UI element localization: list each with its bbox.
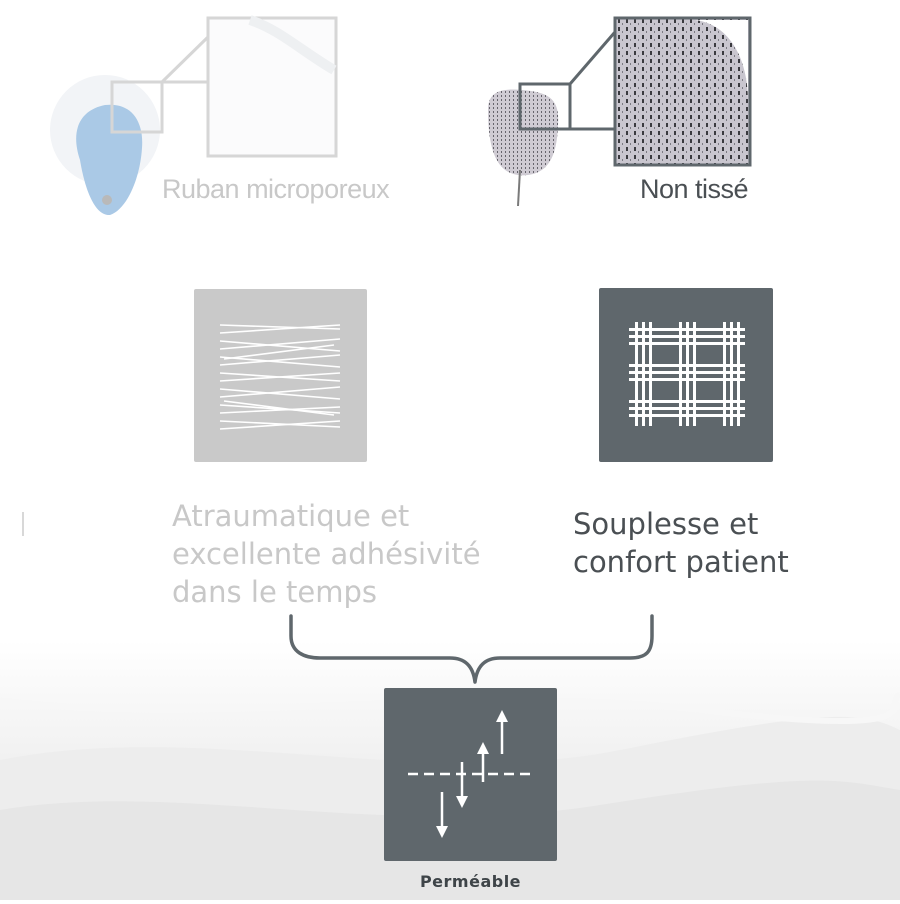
feature-description-right: Souplesse et confort patient <box>573 505 789 581</box>
permeable-arrows-icon <box>384 688 557 861</box>
feature-right-line-2: confort patient <box>573 545 789 579</box>
permeable-label: Perméable <box>419 872 522 891</box>
micropore-electrode-image <box>40 10 350 224</box>
feature-right-line-1: Souplesse et <box>573 507 759 541</box>
edge-mark <box>22 512 29 536</box>
random-fibers-icon <box>194 289 367 462</box>
woven-grid-icon <box>599 288 773 462</box>
feature-description-left: Atraumatique et excellente adhésivité da… <box>172 497 481 611</box>
brace-connector <box>280 612 670 696</box>
feature-left-line-3: dans le temps <box>172 575 377 609</box>
product-label-nonwoven: Non tissé <box>640 174 749 204</box>
nonwoven-electrode-image <box>480 10 760 219</box>
product-label-micropore: Ruban microporeux <box>162 174 390 204</box>
feature-left-line-2: excellente adhésivité <box>172 537 481 571</box>
feature-left-line-1: Atraumatique et <box>172 499 410 533</box>
